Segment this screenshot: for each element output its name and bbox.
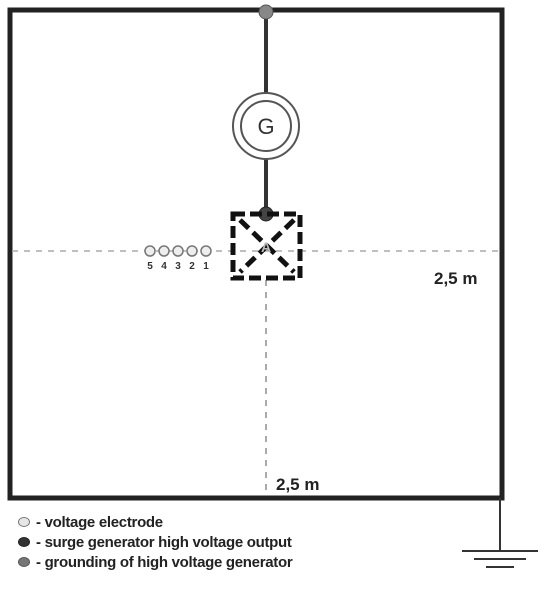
legend: - voltage electrode - surge generator hi…: [18, 512, 293, 572]
legend-item-hv-output: - surge generator high voltage output: [18, 532, 292, 552]
point-label: A: [261, 239, 271, 255]
hv-output-icon: [18, 537, 30, 547]
legend-text-grounding: - grounding of high voltage generator: [36, 553, 293, 571]
electrode-2: [186, 245, 198, 257]
electrode-number-3: 3: [175, 261, 181, 272]
ground-symbol: [462, 498, 538, 568]
test-point-square: A: [230, 211, 303, 281]
legend-item-voltage-electrode: - voltage electrode: [18, 512, 292, 532]
dimension-horizontal-label: 2,5 m: [434, 269, 477, 288]
generator-label: G: [257, 114, 274, 139]
electrode-number-5: 5: [147, 261, 153, 272]
electrode-number-2: 2: [189, 261, 195, 272]
legend-item-grounding: - grounding of high voltage generator: [18, 552, 293, 572]
grounding-icon: [18, 557, 30, 567]
electrode-1: [200, 245, 212, 257]
legend-text-voltage-electrode: - voltage electrode: [36, 513, 163, 531]
dimension-vertical-label: 2,5 m: [276, 475, 319, 494]
test-area-border: [7, 7, 505, 501]
grounding-point: [258, 4, 274, 20]
electrode-4: [158, 245, 170, 257]
legend-text-hv-output: - surge generator high voltage output: [36, 533, 292, 551]
generator-symbol: G: [232, 92, 300, 160]
voltage-electrodes: 5 4 3 2 1: [144, 245, 212, 272]
electrode-number-1: 1: [203, 261, 209, 272]
electrode-number-4: 4: [161, 261, 167, 272]
electrode-3: [172, 245, 184, 257]
electrode-5: [144, 245, 156, 257]
voltage-electrode-icon: [18, 517, 30, 527]
